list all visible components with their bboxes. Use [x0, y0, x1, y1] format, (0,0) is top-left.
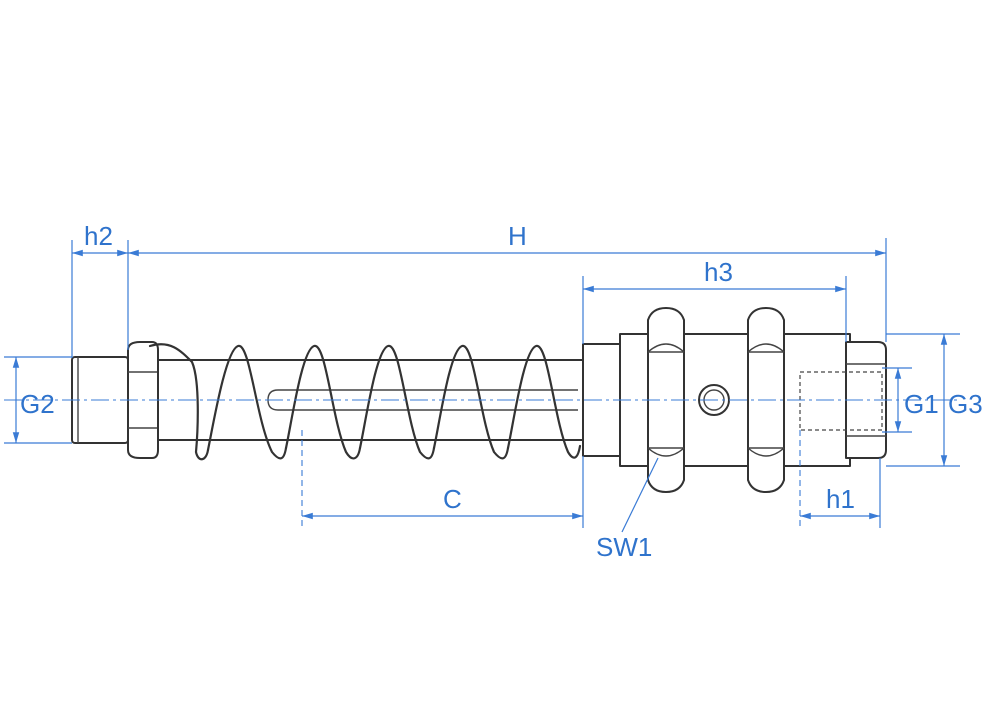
dim-C	[301, 430, 584, 528]
label-C: C	[443, 484, 462, 514]
dim-H	[128, 238, 887, 342]
dim-G1	[882, 367, 912, 433]
label-G2: G2	[20, 389, 55, 419]
label-H: H	[508, 221, 527, 251]
label-G3: G3	[948, 389, 983, 419]
label-G1: G1	[904, 389, 939, 419]
label-h3: h3	[704, 257, 733, 287]
dim-G3	[886, 333, 960, 467]
label-h2: h2	[84, 221, 113, 251]
spring	[148, 343, 582, 461]
sw1-leader	[621, 457, 659, 533]
dim-h3	[582, 276, 847, 344]
label-SW1: SW1	[596, 532, 652, 562]
right-fitting	[845, 341, 887, 459]
dim-h2	[71, 240, 129, 358]
dim-G2	[4, 356, 72, 444]
dim-h1	[799, 430, 881, 528]
label-h1: h1	[826, 484, 855, 514]
